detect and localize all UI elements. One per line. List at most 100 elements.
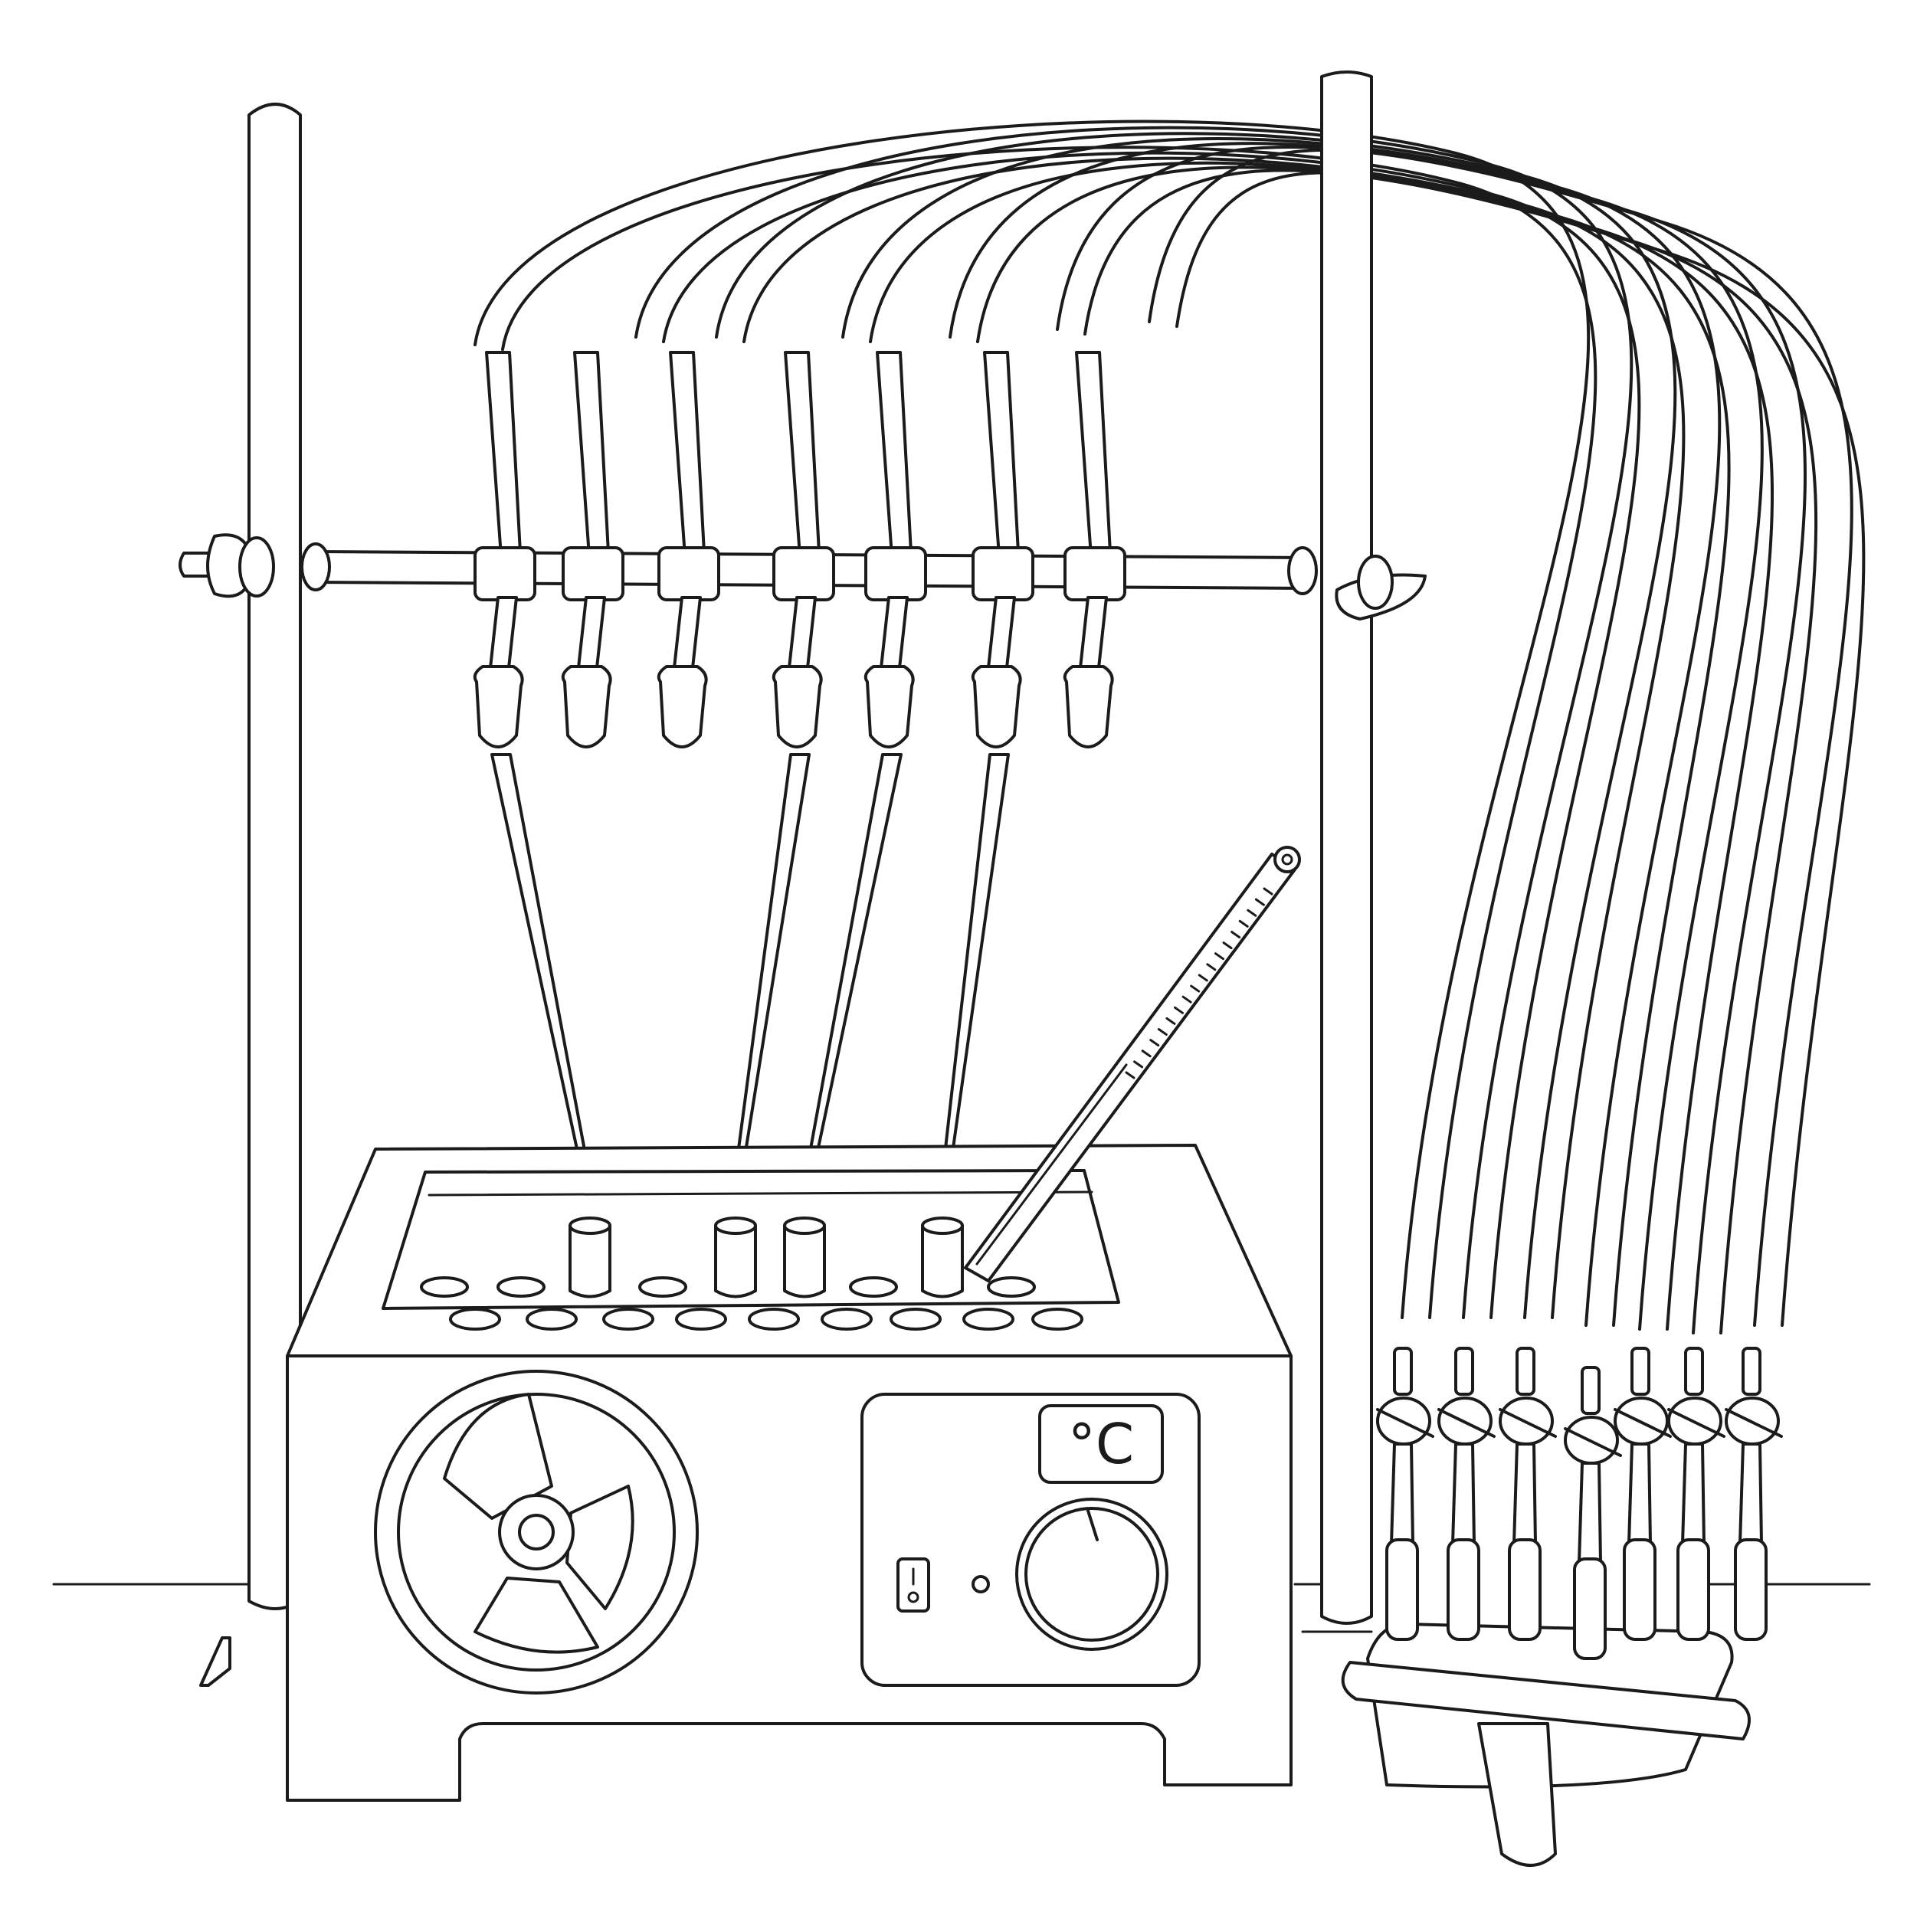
left-bar-clamp — [179, 533, 275, 598]
valve-sleeve — [1508, 1538, 1542, 1641]
stand-base — [199, 1630, 1373, 1687]
valve-stem — [1451, 1442, 1476, 1545]
tubing — [949, 142, 1764, 1331]
tube-bundle — [474, 120, 1866, 1334]
pipette-clamp — [864, 546, 927, 601]
pipette-clamp — [772, 546, 835, 601]
valve-inlet — [1454, 1347, 1474, 1396]
valve-sleeve — [1676, 1538, 1710, 1641]
thermometer-tick — [1214, 952, 1224, 961]
pipette-clamp — [657, 546, 720, 601]
tubing — [474, 120, 1591, 1319]
pipette-bulb — [863, 665, 915, 748]
valve-sleeve — [1623, 1538, 1656, 1641]
valve-stem — [1681, 1442, 1706, 1545]
tubing — [1056, 145, 1807, 1334]
thermometer — [964, 846, 1301, 1282]
valve-inlet — [1516, 1347, 1535, 1396]
sample-vial-top — [714, 1217, 757, 1235]
thermometer-tick — [1133, 1060, 1144, 1069]
sample-vial — [921, 1224, 964, 1298]
pipette-tube — [669, 351, 706, 568]
pipette-bulb — [561, 665, 612, 748]
thermometer-tick — [1198, 974, 1208, 982]
thermometer-tick — [1222, 941, 1233, 950]
stopcock-handle — [1499, 1408, 1557, 1438]
valve-stem — [1512, 1442, 1537, 1545]
pipette-tube — [876, 351, 913, 568]
block-hole — [449, 1308, 501, 1331]
valve-inlet — [1581, 1366, 1601, 1415]
block-hole — [987, 1276, 1036, 1298]
pipette-bulb — [1063, 665, 1114, 748]
right-stand-rod — [1320, 70, 1373, 1625]
thermometer-tick — [1190, 984, 1201, 993]
valve-row — [1376, 1347, 1783, 1660]
stopcock-handle — [1564, 1427, 1622, 1457]
thermometer-tick — [1263, 887, 1273, 896]
temperature-knob-icon[interactable] — [1015, 1498, 1168, 1651]
valve-inlet — [1393, 1347, 1413, 1396]
block-hole — [420, 1276, 469, 1298]
sample-vial — [783, 1224, 826, 1298]
thermometer-tick — [1165, 1017, 1176, 1025]
valve-stem — [1627, 1442, 1652, 1545]
pipettes-group — [473, 351, 1126, 1204]
tubing — [1148, 148, 1853, 1327]
sample-vial-top — [569, 1217, 611, 1235]
thermometer-tick — [1206, 963, 1217, 971]
block-hole — [496, 1276, 546, 1298]
stopcock-handle — [1667, 1408, 1725, 1438]
right-bar-clamp — [1335, 555, 1427, 621]
control-panel: °C — [860, 1393, 1201, 1687]
pipette-bulb — [657, 665, 708, 748]
thermometer-tick — [1247, 909, 1257, 917]
pipette-tube — [983, 351, 1021, 568]
pipette-tube — [784, 351, 821, 568]
radiation-trefoil-icon — [443, 1393, 634, 1654]
block-hole — [526, 1308, 578, 1331]
pipette-stem — [938, 753, 1010, 1204]
pipette-stem — [731, 753, 811, 1197]
tubing — [715, 132, 1677, 1319]
pipette-clamp — [474, 546, 536, 601]
pipette-stem — [490, 753, 595, 1197]
tubing — [1083, 169, 1818, 1334]
block-hole — [1031, 1308, 1083, 1331]
pipette-tube — [573, 351, 611, 568]
pipette-bulb — [971, 665, 1022, 748]
sample-vial — [714, 1224, 757, 1298]
stopcock-handle — [1437, 1408, 1496, 1438]
valve-stem — [1390, 1442, 1414, 1545]
block-hole — [638, 1276, 687, 1298]
tubing — [869, 161, 1731, 1327]
stopcock-handle — [1725, 1408, 1783, 1438]
temperature-display — [1038, 1404, 1164, 1484]
block-holes — [420, 1217, 1083, 1331]
stopcock-handle — [1614, 1408, 1672, 1438]
block-hole — [675, 1308, 727, 1331]
block-hole — [602, 1308, 654, 1331]
thermometer-tick — [1174, 1006, 1185, 1014]
block-hole — [821, 1308, 873, 1331]
valve-stem — [1578, 1462, 1602, 1564]
valve-inlet — [1684, 1347, 1704, 1396]
block-hole — [890, 1308, 942, 1331]
thermometer-tick — [1181, 995, 1192, 1004]
valve-sleeve — [1447, 1538, 1480, 1641]
thermometer-tick — [1230, 930, 1241, 938]
thermometer-tick — [1149, 1039, 1160, 1047]
stopcock-manifold — [1341, 1623, 1751, 1867]
valve-inlet — [1742, 1347, 1761, 1396]
valve-inlet — [1630, 1347, 1650, 1396]
pipette-tube — [1075, 351, 1113, 568]
block-hole — [962, 1308, 1014, 1331]
sample-vial-top — [921, 1217, 964, 1235]
thermometer-tick — [1238, 919, 1249, 928]
temperature-unit-label: °C — [1068, 1412, 1134, 1476]
indicator-light-icon — [972, 1575, 990, 1593]
pipette-bulb — [473, 665, 524, 748]
valve-sleeve — [1734, 1538, 1768, 1641]
